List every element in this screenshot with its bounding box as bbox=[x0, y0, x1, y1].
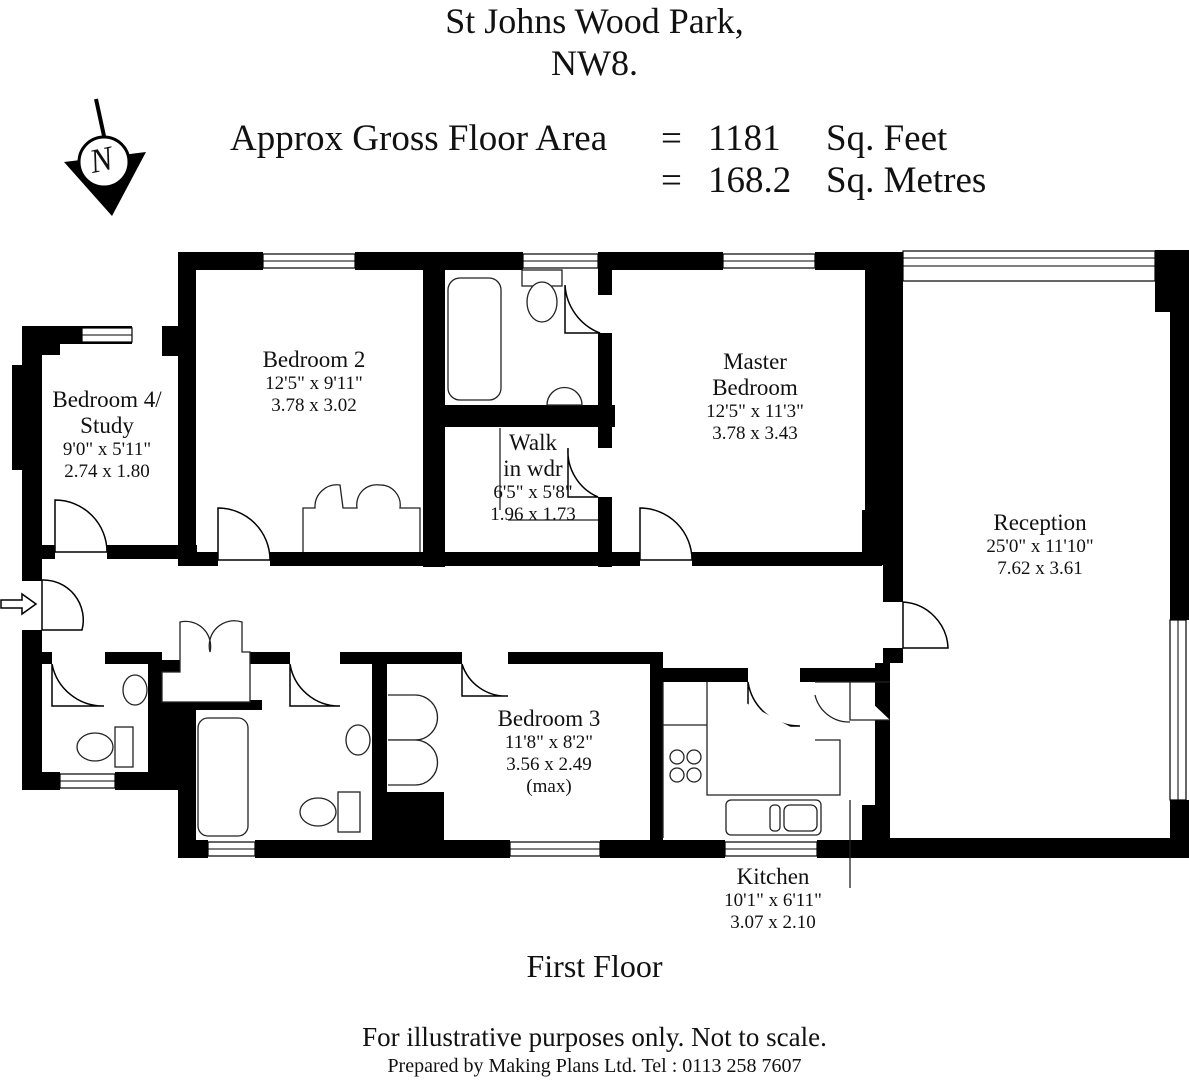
room-master-imperial: 12'5" x 11'3" bbox=[706, 401, 804, 422]
disclaimer: For illustrative purposes only. Not to s… bbox=[362, 1022, 827, 1052]
room-walkin-imperial: 6'5" x 5'8" bbox=[493, 482, 573, 503]
floor-label: First Floor bbox=[526, 948, 663, 984]
room-kitchen-imperial: 10'1" x 6'11" bbox=[724, 890, 822, 911]
room-kitchen-metric: 3.07 x 2.10 bbox=[730, 912, 816, 933]
area-sqm-unit: Sq. Metres bbox=[826, 160, 987, 201]
entrance-arrow-icon bbox=[0, 592, 40, 616]
room-walkin-name-1: Walk bbox=[509, 430, 557, 455]
room-reception-metric: 7.62 x 3.61 bbox=[997, 558, 1083, 579]
room-bedroom4-name-2: Study bbox=[80, 413, 134, 438]
room-bedroom2-metric: 3.78 x 3.02 bbox=[271, 395, 357, 416]
room-bedroom4-imperial: 9'0" x 5'11" bbox=[62, 439, 152, 460]
area-equals-2: = bbox=[661, 160, 682, 201]
room-bedroom2: Bedroom 2 12'5" x 9'11" 3.78 x 3.02 bbox=[263, 347, 366, 417]
room-bedroom3-imperial: 11'8" x 8'2" bbox=[504, 732, 594, 753]
area-sqm-value: 168.2 bbox=[708, 160, 792, 201]
room-reception: Reception 25'0" x 11'10" 7.62 x 3.61 bbox=[986, 510, 1093, 580]
address-line-1: St Johns Wood Park, bbox=[445, 1, 744, 41]
area-equals-1: = bbox=[661, 118, 682, 159]
room-walkin-metric: 1.96 x 1.73 bbox=[490, 504, 576, 525]
room-bedroom4: Bedroom 4/ Study 9'0" x 5'11" 2.74 x 1.8… bbox=[52, 387, 161, 483]
area-sqft-unit: Sq. Feet bbox=[826, 118, 948, 159]
room-master-name-2: Bedroom bbox=[712, 375, 798, 400]
room-bedroom3-metric: 3.56 x 2.49 bbox=[506, 754, 592, 775]
room-walk-in-wardrobe: Walk in wdr 6'5" x 5'8" 1.96 x 1.73 bbox=[490, 430, 576, 526]
room-walkin-name-2: in wdr bbox=[503, 456, 563, 481]
room-bedroom4-metric: 2.74 x 1.80 bbox=[64, 461, 150, 482]
room-kitchen: Kitchen 10'1" x 6'11" 3.07 x 2.10 bbox=[724, 864, 822, 934]
room-bedroom4-name-1: Bedroom 4/ bbox=[52, 387, 162, 412]
room-kitchen-name: Kitchen bbox=[736, 864, 810, 889]
room-reception-imperial: 25'0" x 11'10" bbox=[986, 536, 1094, 557]
room-reception-name: Reception bbox=[993, 510, 1087, 535]
room-master-metric: 3.78 x 3.43 bbox=[712, 423, 798, 444]
area-sqft-value: 1181 bbox=[708, 118, 781, 159]
address-line-2: NW8. bbox=[551, 43, 638, 83]
room-bedroom3-name: Bedroom 3 bbox=[497, 706, 601, 731]
prepared-by: Prepared by Making Plans Ltd. Tel : 0113… bbox=[387, 1055, 802, 1077]
room-master-name-1: Master bbox=[723, 349, 787, 374]
room-bedroom3-note: (max) bbox=[526, 776, 572, 797]
north-arrow-icon: N bbox=[60, 96, 150, 221]
room-master-bedroom: Master Bedroom 12'5" x 11'3" 3.78 x 3.43 bbox=[706, 349, 804, 445]
room-bedroom2-imperial: 12'5" x 9'11" bbox=[265, 373, 363, 394]
area-label: Approx Gross Floor Area bbox=[230, 118, 608, 159]
room-bedroom2-name: Bedroom 2 bbox=[262, 347, 366, 372]
room-bedroom3: Bedroom 3 11'8" x 8'2" 3.56 x 2.49 (max) bbox=[498, 706, 601, 798]
